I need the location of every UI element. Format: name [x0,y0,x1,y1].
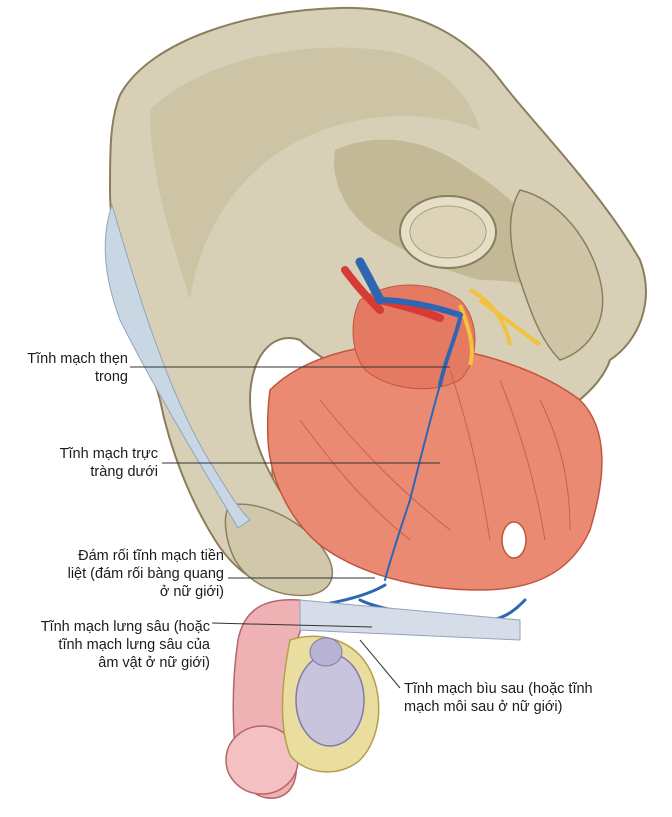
testis [281,635,380,773]
nerves [458,288,542,366]
label-internal-pudendal-vein: Tĩnh mạch thẹn trong [27,351,128,385]
label-posterior-scrotal-veins: Tĩnh mạch bìu sau (hoặc tĩnh mạch môi sa… [404,681,593,715]
label-deep-dorsal-vein: Tĩnh mạch lưng sâu (hoặc tĩnh mạch lưng … [40,619,210,671]
leader-lines [130,366,450,689]
ligament [104,203,251,529]
label-inferior-rectal-vein: Tĩnh mạch trực tràng dưới [59,446,158,480]
label-prostatic-venous-plexus: Đám rối tĩnh mạch tiền liệt (đám rối bàn… [67,548,224,600]
penis [225,598,521,799]
